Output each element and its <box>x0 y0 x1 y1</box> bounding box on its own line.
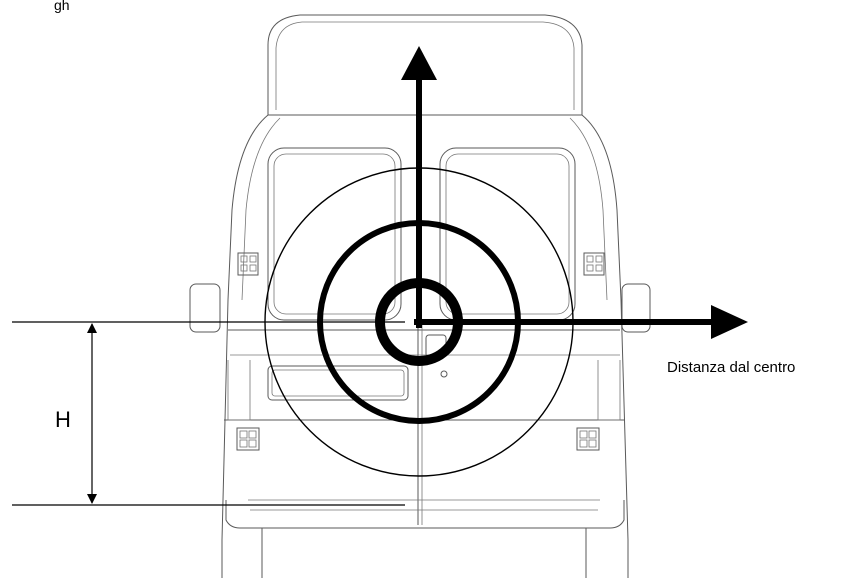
distance-from-center-label: Distanza dal centro <box>667 359 795 376</box>
title-partial-label: gh <box>54 0 70 13</box>
height-dimension <box>12 321 405 506</box>
van-rear-outline <box>189 14 651 578</box>
height-label: H <box>55 407 71 432</box>
vertical-arrow-head <box>401 46 437 80</box>
horizontal-arrow-head <box>711 305 748 339</box>
axis-arrows <box>401 46 748 339</box>
